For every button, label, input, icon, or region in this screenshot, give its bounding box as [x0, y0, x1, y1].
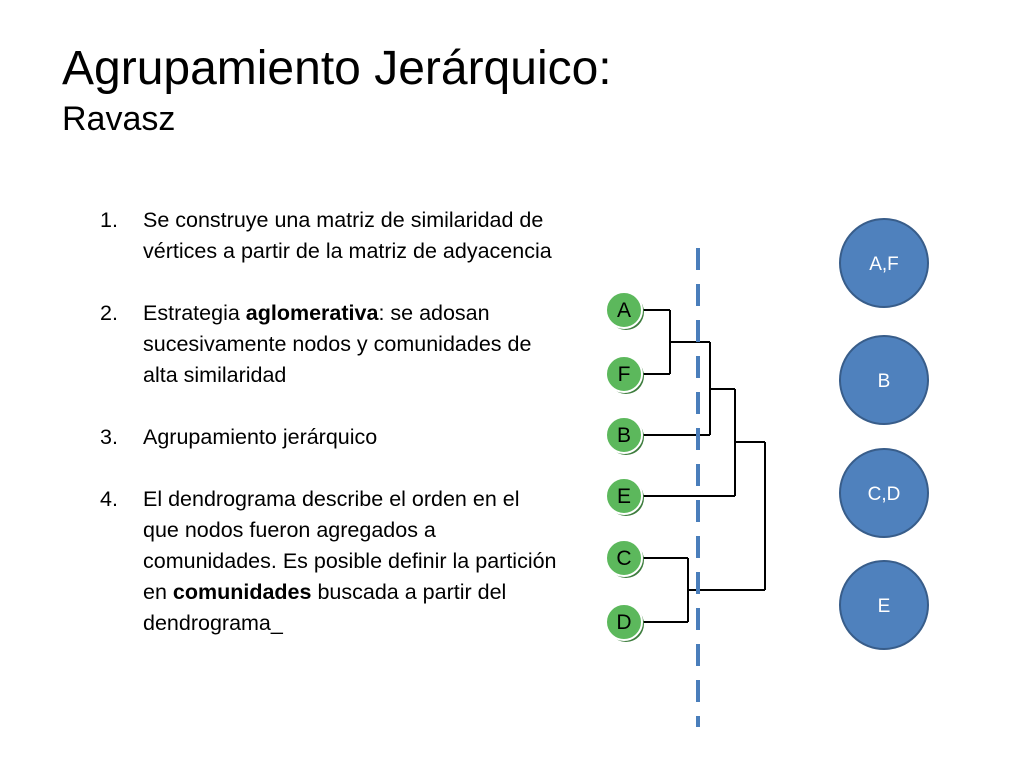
list-text: buscada a partir del dendrograma_	[143, 580, 507, 635]
steps-list: 1. Se construye una matriz de similaridad…	[100, 205, 560, 670]
community-node	[839, 560, 929, 650]
leaf-node-b	[605, 416, 643, 454]
leaf-label: E	[617, 485, 631, 508]
leaf-label: D	[616, 611, 631, 634]
leaf-label: B	[617, 424, 631, 447]
list-text: El dendrograma describe el orden en el q…	[143, 487, 557, 604]
leaf-label: A	[617, 299, 631, 322]
list-number: 2.	[100, 301, 118, 325]
community-node	[839, 218, 929, 308]
list-number: 3.	[100, 425, 118, 449]
community-label: C,D	[868, 484, 901, 505]
slide-title: Agrupamiento Jerárquico: Ravasz	[62, 40, 612, 140]
list-text: Estrategia	[143, 301, 246, 325]
leaf-node-a	[605, 291, 643, 329]
list-item: 1. Se construye una matriz de similaridad…	[100, 205, 560, 267]
leaf-label: F	[618, 363, 631, 386]
title-main: Agrupamiento Jerárquico:	[62, 42, 612, 95]
leaf-node-d	[605, 603, 643, 641]
leaf-node-f	[605, 355, 643, 393]
list-item: 3. Agrupamiento jerárquico	[100, 422, 560, 453]
list-number: 1.	[100, 208, 118, 232]
community-label: E	[878, 596, 891, 617]
list-item: 4. El dendrograma describe el orden en el…	[100, 484, 560, 639]
community-node	[839, 335, 929, 425]
community-label: A,F	[869, 254, 899, 275]
leaf-label: C	[616, 547, 631, 570]
list-text: Agrupamiento jerárquico	[143, 425, 378, 449]
list-text: Se construye una matriz de similaridad d…	[143, 208, 552, 263]
list-text: : se adosan sucesivamente nodos y comuni…	[143, 301, 532, 387]
list-number: 4.	[100, 487, 118, 511]
leaf-node-e	[605, 477, 643, 515]
leaf-node-c	[605, 539, 643, 577]
list-text-bold: comunidades	[172, 580, 312, 604]
list-text-bold: aglomerativa	[245, 301, 379, 325]
community-node	[839, 448, 929, 538]
list-item: 2. Estrategia aglomerativa: se adosan suc…	[100, 298, 560, 391]
community-label: B	[878, 371, 891, 392]
title-subtitle: Ravasz	[62, 100, 176, 138]
